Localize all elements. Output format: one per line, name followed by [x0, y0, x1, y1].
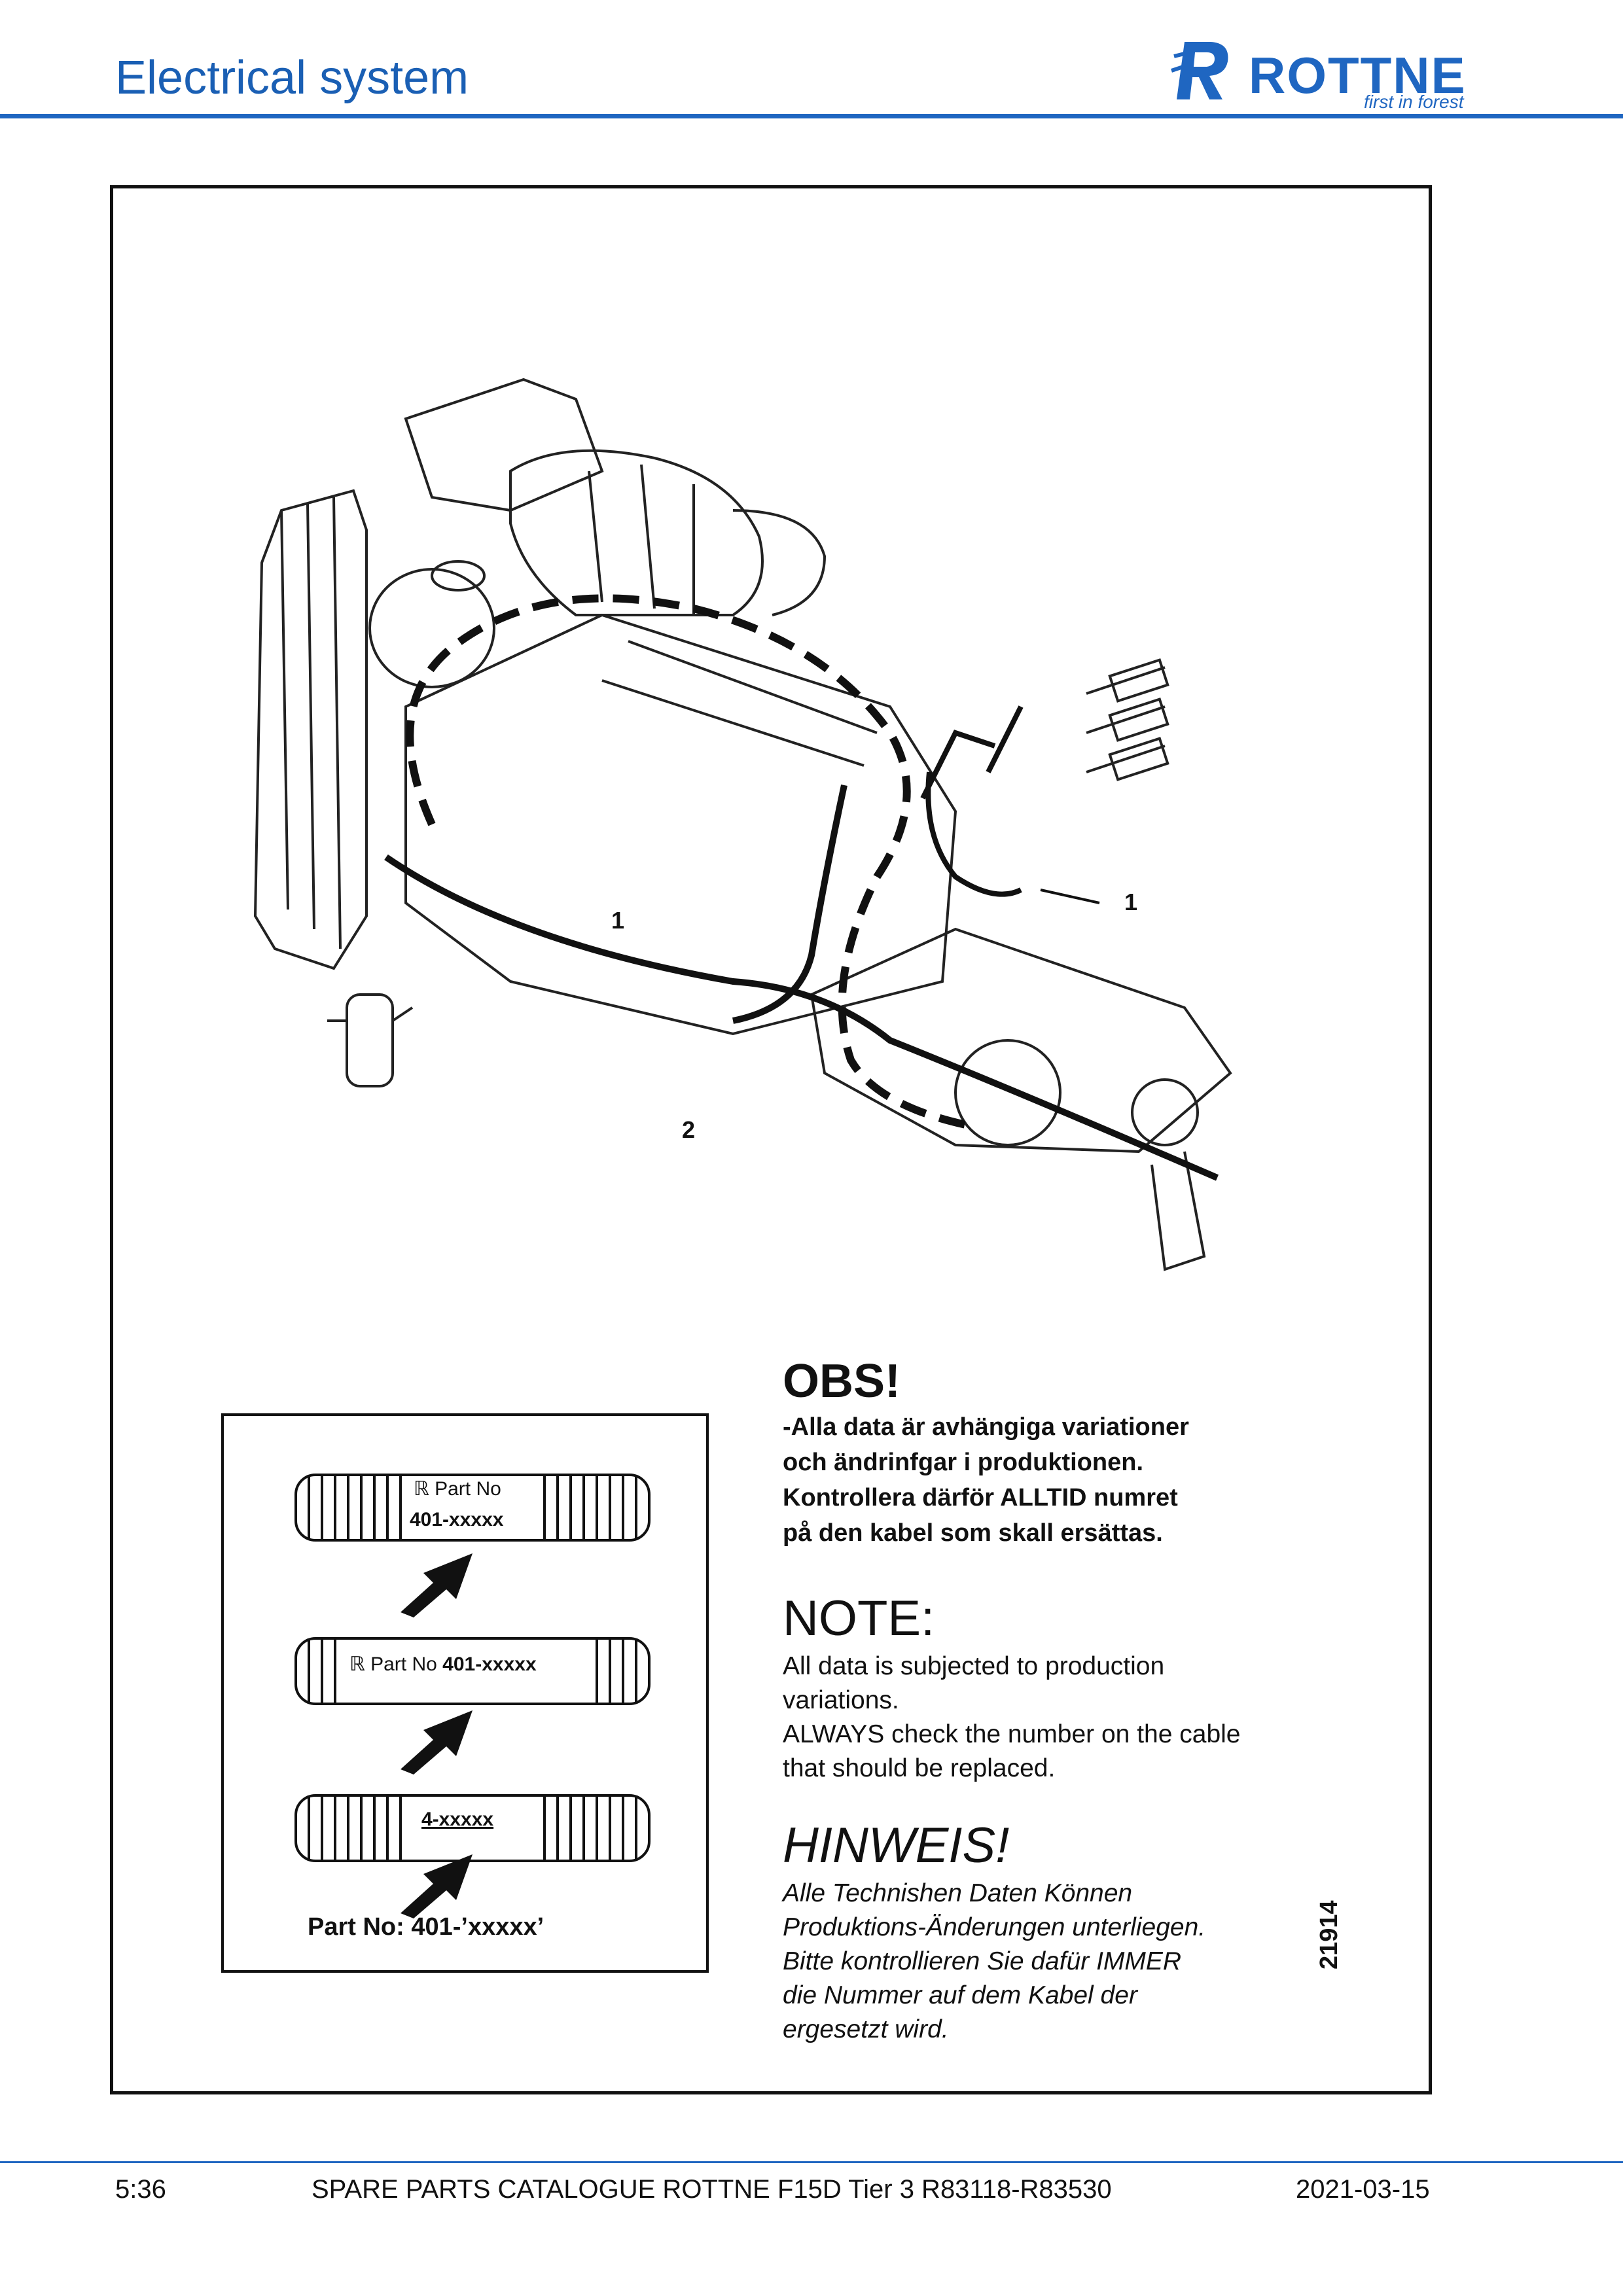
cable-label-inset: ℝ Part No 401-xxxxx ℝ Part No 401-xxxxx … [221, 1413, 709, 1973]
rottne-mini-logo-icon: ℝ [349, 1653, 371, 1675]
cable2-label: ℝ Part No 401-xxxxx [346, 1653, 541, 1676]
arrow-icon [401, 1710, 473, 1775]
figure-number: 21914 [1315, 1900, 1343, 1969]
callout-2: 2 [682, 1116, 696, 1143]
footer-catalogue-title: SPARE PARTS CATALOGUE ROTTNE F15D Tier 3… [312, 2175, 1112, 2204]
obs-text: -Alla data är avhängiga variationer och … [783, 1413, 1189, 1547]
part-number-caption: Part No: 401-’xxxxx’ [308, 1913, 544, 1941]
page-title: Electrical system [115, 52, 469, 104]
cable-illustration-1 [294, 1474, 651, 1542]
hinweis-text: Alle Technishen Daten Können Produktions… [783, 1879, 1206, 2043]
cable3-label: 4-xxxxx [418, 1809, 498, 1831]
logo-tagline: first in forest [1364, 92, 1464, 112]
header-rule [0, 114, 1623, 118]
cable1-label-line2: 401-xxxxx [406, 1509, 508, 1531]
figure-frame [110, 185, 1432, 2094]
callout-1-right: 1 [1124, 889, 1138, 915]
footer-date: 2021-03-15 [1296, 2175, 1430, 2204]
engine-wiring-drawing [253, 378, 1232, 1271]
cable1-label-line1: ℝ Part No [410, 1477, 505, 1500]
notes-block: OBS! -Alla data är avhängiga variationer… [783, 1354, 1385, 2047]
note-heading: NOTE: [783, 1591, 935, 1646]
note-text: All data is subjected to production vari… [783, 1652, 1241, 1782]
rottne-mini-logo-icon: ℝ [414, 1478, 435, 1500]
callout-1-center: 1 [611, 907, 625, 934]
footer-rule [0, 2161, 1623, 2163]
obs-heading: OBS! [783, 1355, 901, 1407]
rottne-logo: ROTTNE first in forest [1170, 34, 1510, 113]
logo-wordmark: ROTTNE [1249, 46, 1467, 104]
rottne-r-logo-icon [1171, 42, 1228, 99]
arrow-icon [401, 1854, 473, 1918]
arrow-icon [401, 1553, 473, 1617]
footer-page-number: 5:36 [115, 2175, 166, 2204]
hinweis-heading: HINWEIS! [783, 1818, 1010, 1873]
